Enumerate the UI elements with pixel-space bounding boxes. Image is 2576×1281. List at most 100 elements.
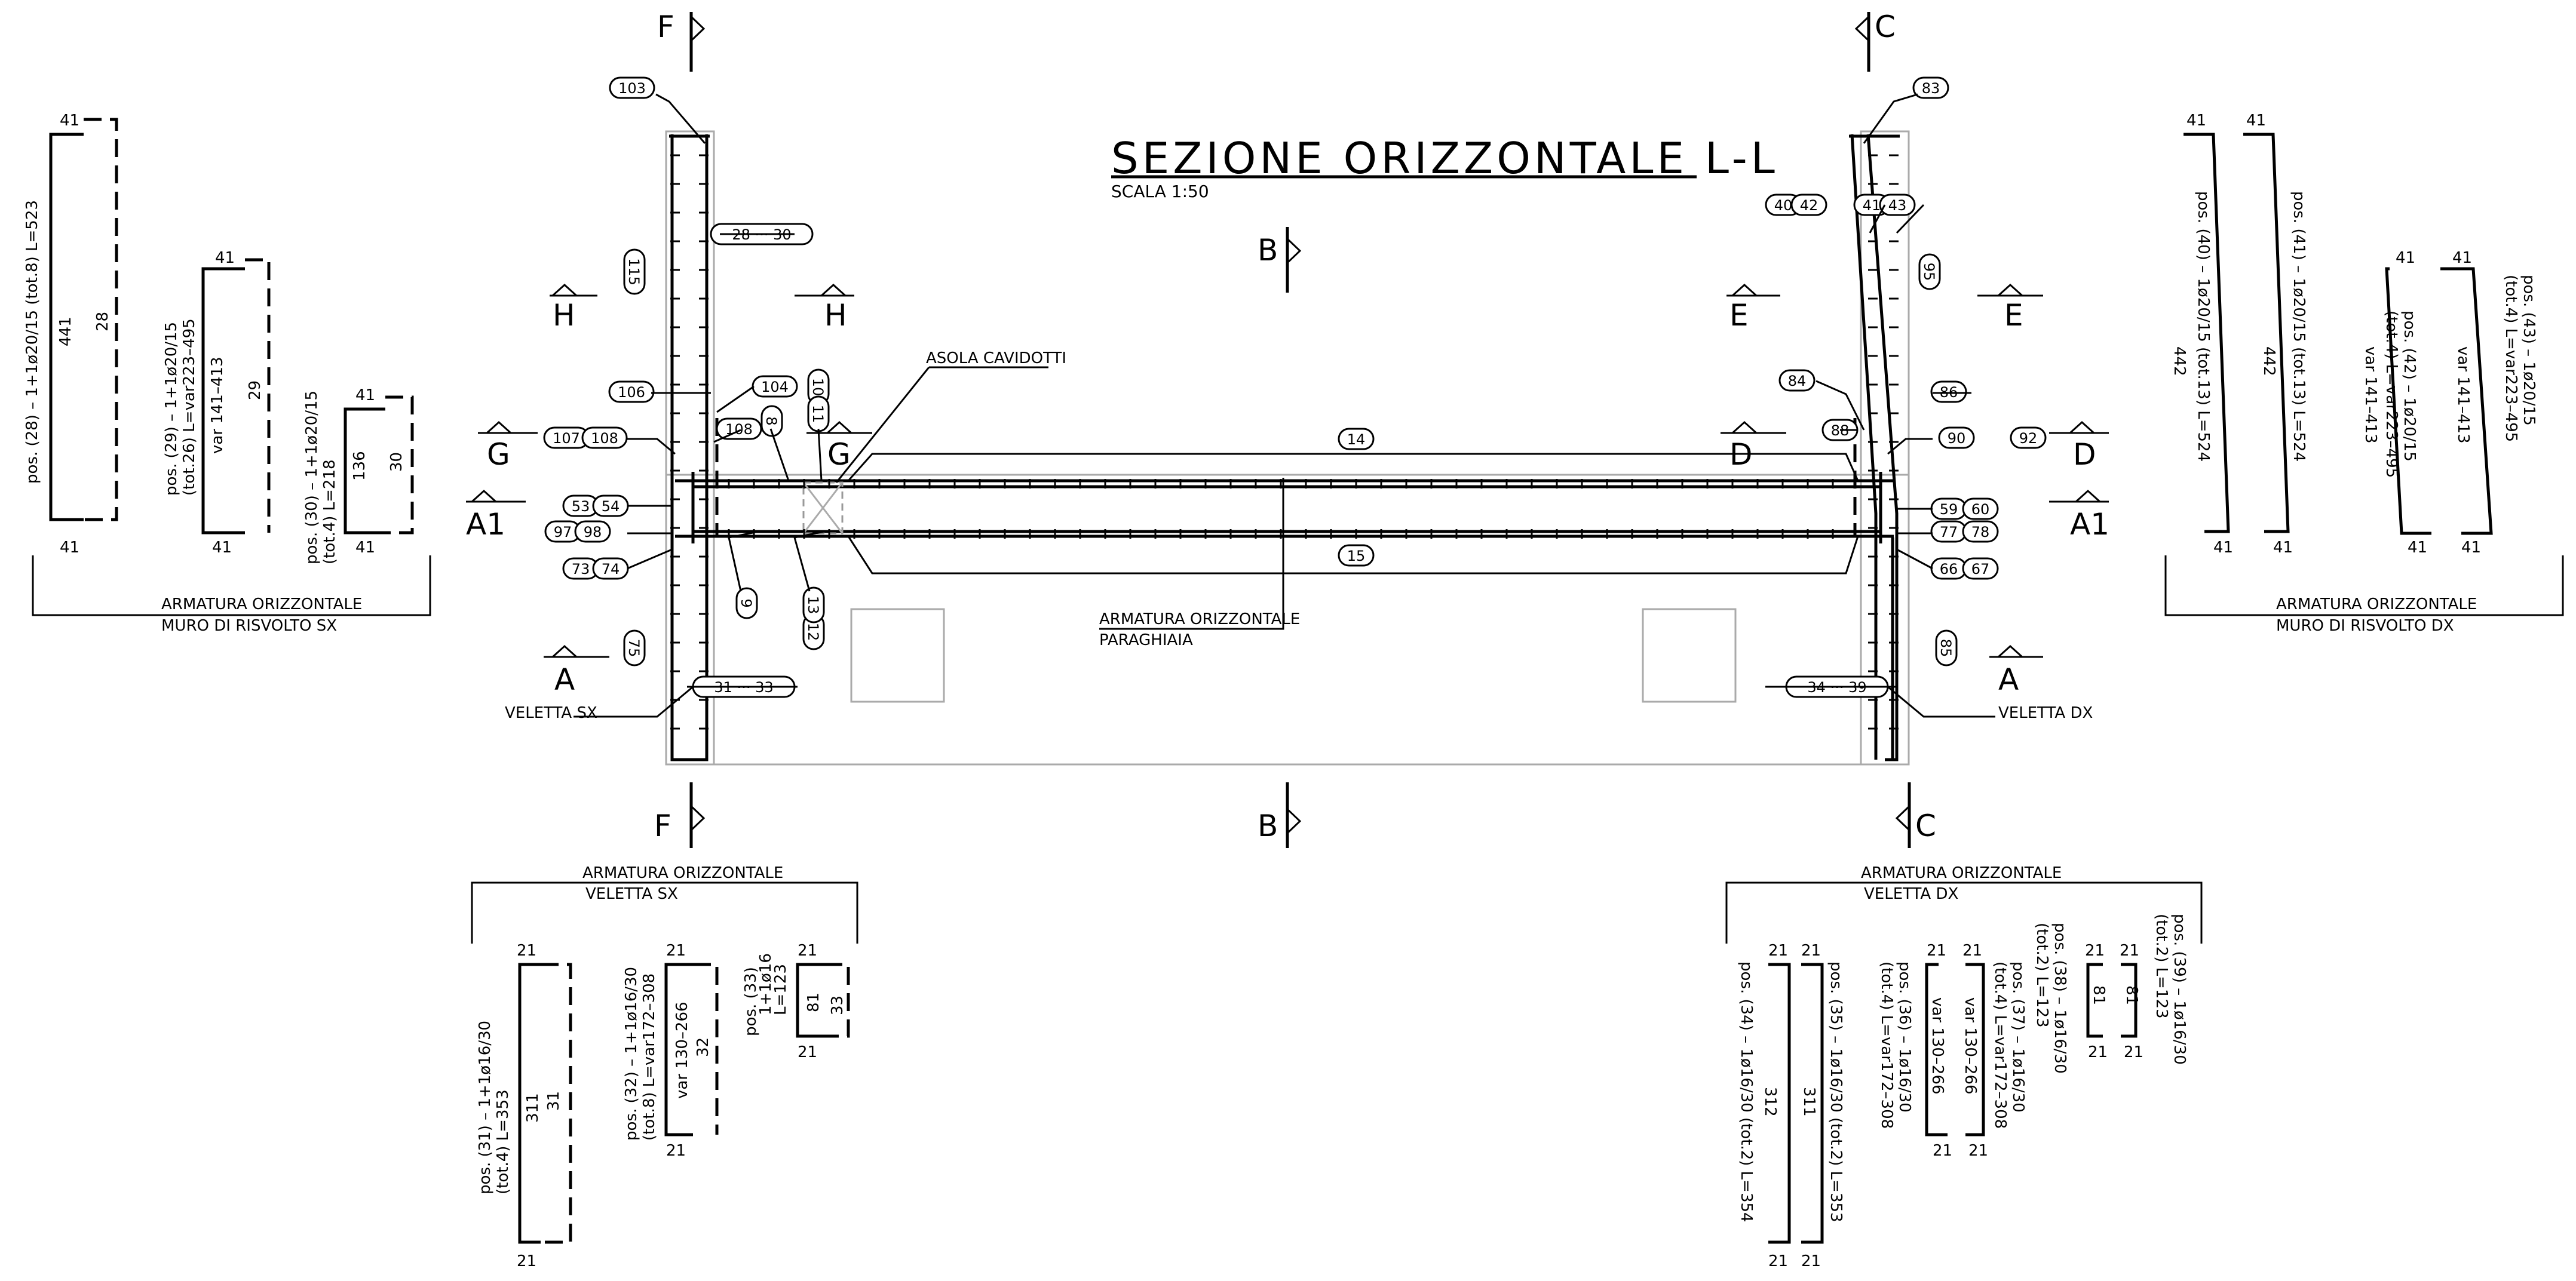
sec-d-left-arrow — [1731, 420, 1758, 434]
b30-desc2: (tot.4) L=218 — [321, 459, 339, 564]
structure — [665, 130, 1910, 766]
sec-c-bot-arrow — [1895, 805, 1910, 831]
pos-mark-label: 9 — [738, 598, 755, 607]
group-vel-sx-1: ARMATURA ORIZZONTALE — [582, 864, 783, 882]
b42-desc1: pos. (42) – 1ø20/15 — [2400, 311, 2418, 462]
pos-mark-106: 106 — [608, 380, 655, 403]
b36-bot: 21 — [1933, 1142, 1952, 1160]
sec-f-top-label: F — [657, 10, 674, 44]
drawing-title: SEZIONE ORIZZONTALE L-L — [1111, 133, 1778, 183]
b37-top: 21 — [1962, 942, 1982, 960]
label-parag-2: PARAGHIAIA — [1099, 631, 1193, 649]
bracket-muro-dx — [2164, 555, 2564, 616]
title-block: SEZIONE ORIZZONTALE L-L SCALA 1:50 — [1111, 133, 1778, 201]
b43-len: var 141–413 — [2454, 346, 2472, 444]
opening-right — [1642, 608, 1737, 703]
sec-a-right-arrow — [1997, 644, 2023, 658]
pos-mark-59: 59 — [1930, 497, 1967, 520]
outline-left-wall — [665, 130, 715, 766]
b41-len: 442 — [2260, 346, 2278, 376]
pos-mark-label: 60 — [1971, 501, 1990, 518]
pos-mark-label: 54 — [602, 498, 620, 515]
b42-bot: 41 — [2408, 539, 2427, 557]
b38-len: 81 — [2090, 985, 2108, 1005]
sec-f-bot-arrow — [690, 805, 706, 831]
sec-a1-right-arrow — [2075, 489, 2101, 503]
sec-b-top-label: B — [1258, 233, 1278, 268]
asola-cavidotti — [802, 481, 844, 534]
sec-c-top-arrow — [1854, 16, 1870, 42]
pos-mark-8: 8 — [760, 405, 783, 437]
b41-desc: pos. (41) – 1ø20/15 (tot.13) L=524 — [2290, 191, 2308, 462]
pos-mark-11: 11 — [807, 395, 830, 432]
b32-desc1: pos. (32) – 1+1ø16/30 — [622, 967, 640, 1141]
pos-mark-115: 115 — [623, 248, 646, 295]
pos-mark-84: 84 — [1778, 369, 1816, 392]
b35-desc: pos. (35) – 1ø16/30 (tot.2) L=353 — [1827, 961, 1845, 1222]
pos-mark-label: 66 — [1940, 561, 1958, 577]
pos-mark-98: 98 — [574, 520, 611, 543]
b35-len: 311 — [1800, 1087, 1818, 1117]
left-wall-bar-inner — [690, 134, 709, 761]
sec-g-right-label: G — [827, 437, 851, 472]
b36-len: var 130–266 — [1928, 997, 1946, 1095]
b32-mark: 32 — [694, 1037, 712, 1057]
pos-mark-label: 67 — [1971, 561, 1990, 577]
pos-mark-78: 78 — [1962, 520, 1999, 543]
pos-mark-97: 97 — [544, 520, 581, 543]
pos-mark-41: 41 — [1853, 193, 1890, 216]
pos-mark-label: 40 — [1774, 197, 1793, 214]
pos-mark-15: 15 — [1338, 544, 1375, 567]
leader-lines — [574, 93, 1995, 718]
b32-top: 21 — [666, 942, 686, 960]
b28-desc: pos. (28) – 1+1ø20/15 (tot.8) L=523 — [23, 200, 41, 484]
pos-mark-60: 60 — [1962, 497, 1999, 520]
b38-top: 21 — [2085, 942, 2105, 960]
pos-mark-label: 92 — [2019, 430, 2038, 447]
bars-muro-sx: 41 41 441 28 pos. (28) – 1+1ø20/15 (tot.… — [23, 112, 414, 564]
b43-top: 41 — [2452, 249, 2472, 267]
sec-h-left-label: H — [553, 298, 575, 333]
pos-mark-85: 85 — [1935, 629, 1958, 666]
bar14-bracket — [847, 453, 1859, 481]
b36-top: 21 — [1927, 942, 1946, 960]
sec-d-left-label: D — [1729, 437, 1753, 472]
b42-len: var 141–413 — [2362, 346, 2379, 444]
bracket-vel-dx — [1725, 881, 2203, 944]
b39-bot: 21 — [2124, 1043, 2143, 1061]
drawing-scale: SCALA 1:50 — [1111, 182, 1209, 201]
sec-d-right-label: D — [2073, 437, 2096, 472]
asola-x2 — [802, 482, 844, 534]
group-vel-sx-2: VELETTA SX — [585, 885, 678, 903]
sec-g-left-label: G — [487, 437, 510, 472]
pos-mark-label: 73 — [572, 561, 590, 577]
sec-b-top-arrow — [1286, 238, 1302, 264]
sec-a1-left-arrow — [471, 489, 497, 503]
b33-desc2: 1+1ø16 — [757, 953, 775, 1015]
bars-muro-dx: 41 41 442 pos. (40) – 1ø20/15 (tot.13) L… — [2170, 112, 2538, 557]
pos-mark-108b: 108 — [716, 417, 762, 440]
b33-bot: 21 — [798, 1043, 817, 1061]
b43-bot: 41 — [2461, 539, 2481, 557]
pos-mark-label: 98 — [584, 524, 602, 540]
label-asola: ASOLA CAVIDOTTI — [926, 349, 1066, 367]
pos-mark-label: 115 — [625, 258, 642, 285]
sec-e-right-arrow — [1997, 283, 2023, 297]
pos-mark-label: 74 — [602, 561, 620, 577]
pos-mark-75: 75 — [623, 629, 646, 666]
pos-mark-label: 97 — [554, 524, 572, 540]
sec-b-bot-label: B — [1258, 809, 1278, 843]
pos-mark-12: 12 — [802, 613, 825, 650]
sec-a1-left-label: A1 — [466, 507, 505, 542]
b35-top: 21 — [1801, 942, 1821, 960]
pos-mark-54: 54 — [592, 494, 629, 517]
pos-mark-label: 8 — [763, 416, 780, 425]
pos-mark-label: 95 — [1921, 263, 1937, 281]
b37-desc1: pos. (37) – 1ø16/30 — [2009, 961, 2027, 1113]
b31-desc2: (tot.4) L=353 — [494, 1089, 512, 1194]
b41-bot: 41 — [2273, 539, 2293, 557]
b28-top: 41 — [60, 112, 79, 130]
b36-desc2: (tot.4) L=var172–308 — [1878, 961, 1896, 1129]
bar-ticks — [670, 154, 1899, 730]
b30-mark: 30 — [388, 452, 406, 472]
